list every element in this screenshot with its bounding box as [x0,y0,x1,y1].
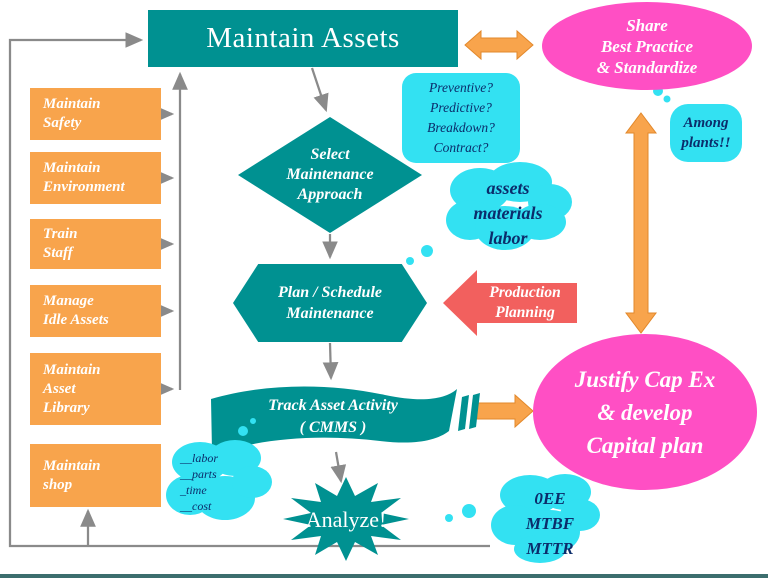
among-plants-bubble: Among plants!! [670,104,742,162]
track-to-analyze-arrow [330,451,347,484]
share-best-practice-node: Share Best Practice & Standardize [542,2,752,90]
task-maintain-shop: Maintain shop [30,444,161,507]
resources-cloud-shape [406,162,572,265]
plan-to-track-arrow [322,342,339,381]
analyze-label: Analyze! [305,507,387,532]
maintain-assets-node: Maintain Assets [148,10,458,67]
slide-bottom-edge [0,574,768,578]
production-planning-arrow-shape [443,270,577,336]
track-activity-wave-shape [211,386,480,452]
metrics-trail-bubble [462,504,476,518]
task-maintain-safety: Maintain Safety [30,88,161,140]
plan-schedule-node: Plan / Schedule Maintenance [233,264,427,342]
task-manage-idle-assets: Manage Idle Assets [30,285,161,337]
justify-right-arrow [476,393,534,429]
cost-items-cloud-shape [166,418,272,520]
feedback-loop-line [8,32,490,548]
metrics-cloud-label: 0EE MTBF MTTR [525,489,575,558]
resources-trail-bubble [421,245,433,257]
orange-block-arrows [464,29,657,429]
analyze-starburst-shape [283,477,409,561]
share-double-arrow [464,29,534,61]
resources-cloud-label: assets materials labor [473,178,543,248]
assets-to-select-arrow [310,67,329,113]
task-train-staff: Train Staff [30,219,161,269]
metrics-trail-bubble [445,514,453,522]
wave-accent-bar-1 [458,395,469,431]
vertical-double-arrow [625,112,657,334]
cost-trail-bubble [238,426,248,436]
cost-trail-bubble [250,418,256,424]
approach-options-callout: Preventive? Predictive? Breakdown? Contr… [402,73,520,163]
justify-capex-node: Justify Cap Ex & develop Capital plan [533,334,757,490]
wave-accent-bar-2 [469,393,480,429]
production-planning-label: Production Planning [489,284,561,321]
task-maintain-asset-library: Maintain Asset Library [30,353,161,425]
resources-trail-bubble [406,257,414,265]
metrics-cloud-shape [445,474,600,563]
task-maintain-environment: Maintain Environment [30,152,161,204]
cost-items-cloud-label: __labor __parts _time __cost [180,451,219,513]
track-activity-label: Track Asset Activity ( CMMS ) [268,397,398,436]
